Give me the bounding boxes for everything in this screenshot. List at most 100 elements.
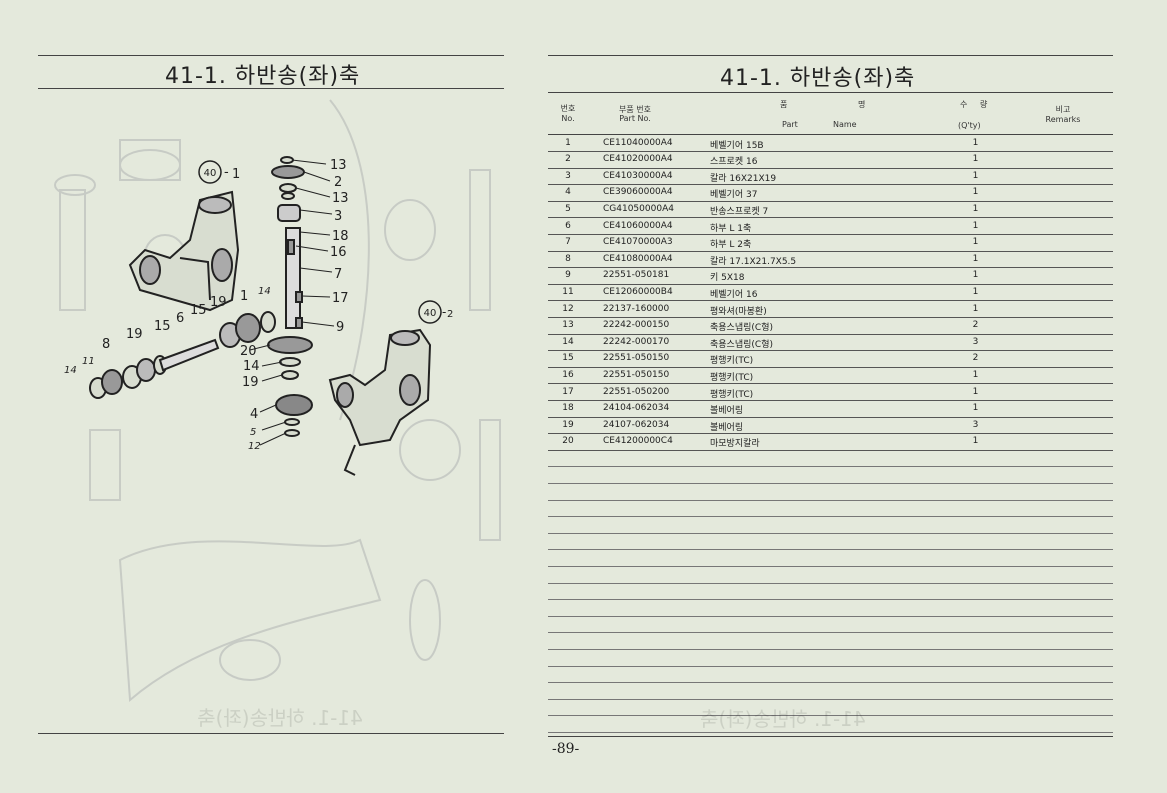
blank-row bbox=[548, 633, 1113, 651]
header-qty-ko-2: 량 bbox=[980, 100, 988, 109]
svg-text:8: 8 bbox=[102, 337, 110, 352]
svg-text:14: 14 bbox=[243, 359, 260, 374]
svg-text:14: 14 bbox=[64, 365, 77, 376]
svg-text:19: 19 bbox=[210, 295, 227, 310]
horizontal-shaft bbox=[89, 311, 276, 399]
title-rule bbox=[38, 88, 504, 89]
page-title: 41-1. 하반송(좌)축 bbox=[720, 66, 916, 91]
callout-40-2: 40 - 2 bbox=[418, 300, 453, 324]
header-remarks-ko: 비고 bbox=[1055, 105, 1071, 114]
title-rule bbox=[548, 92, 1113, 93]
ghost-title: 41-1. 하반송(좌)축 bbox=[700, 707, 866, 731]
header-part-ko: 부품 번호 bbox=[619, 105, 651, 114]
header-no-en: No. bbox=[561, 114, 575, 123]
svg-text:12: 12 bbox=[248, 441, 261, 452]
header-part-en: Part No. bbox=[619, 114, 651, 123]
svg-text:17: 17 bbox=[332, 291, 349, 306]
header-name-ko-2: 명 bbox=[858, 100, 866, 109]
svg-text:1: 1 bbox=[232, 167, 240, 182]
ghost-bleed-through bbox=[54, 99, 501, 703]
header-remarks-en: Remarks bbox=[1045, 115, 1081, 124]
svg-text:13: 13 bbox=[330, 158, 347, 173]
blank-row bbox=[548, 450, 1113, 468]
svg-text:13: 13 bbox=[332, 191, 349, 206]
blank-row bbox=[548, 666, 1113, 684]
callout-40-1: 40 - 1 bbox=[198, 160, 240, 184]
svg-text:2: 2 bbox=[334, 175, 342, 190]
header-no-ko: 번호 bbox=[560, 104, 576, 113]
svg-text:-: - bbox=[224, 165, 229, 180]
blank-row bbox=[548, 599, 1113, 617]
svg-text:16: 16 bbox=[330, 245, 347, 260]
housing-part-1 bbox=[128, 190, 240, 312]
svg-text:4: 4 bbox=[250, 407, 258, 422]
svg-text:19: 19 bbox=[126, 327, 143, 342]
header-name-ko-1: 품 bbox=[780, 100, 788, 109]
svg-text:11: 11 bbox=[82, 356, 95, 367]
blank-row bbox=[548, 616, 1113, 634]
blank-row bbox=[548, 682, 1113, 700]
blank-row bbox=[548, 716, 1113, 734]
blank-row bbox=[548, 483, 1113, 501]
svg-text:9: 9 bbox=[336, 320, 344, 335]
svg-text:20: 20 bbox=[240, 344, 257, 359]
svg-text:7: 7 bbox=[334, 267, 342, 282]
page-number: -89- bbox=[552, 741, 580, 757]
top-rule bbox=[38, 55, 504, 56]
svg-text:40: 40 bbox=[204, 168, 217, 179]
top-rule bbox=[548, 55, 1113, 56]
svg-text:1: 1 bbox=[240, 289, 248, 304]
blank-row bbox=[548, 467, 1113, 485]
blank-row bbox=[548, 550, 1113, 568]
svg-text:5: 5 bbox=[250, 427, 256, 438]
left-page: 41-1. 하반송(좌)축 bbox=[0, 0, 540, 793]
blank-row bbox=[548, 649, 1113, 667]
ghost-title: 41-1. 하반송(좌)축 bbox=[197, 706, 363, 730]
svg-text:-: - bbox=[442, 305, 446, 319]
svg-text:15: 15 bbox=[154, 319, 171, 334]
leader-lines bbox=[249, 159, 335, 446]
header-qty-ko-1: 수 bbox=[960, 100, 968, 109]
svg-text:2: 2 bbox=[447, 309, 453, 320]
svg-text:18: 18 bbox=[332, 229, 349, 244]
header-name-part: Part bbox=[782, 120, 798, 129]
header-rule bbox=[548, 134, 1113, 135]
bottom-rule bbox=[548, 736, 1113, 737]
page-title: 41-1. 하반송(좌)축 bbox=[165, 64, 361, 89]
blank-row bbox=[548, 500, 1113, 518]
bottom-rule bbox=[38, 733, 504, 734]
svg-text:19: 19 bbox=[242, 375, 259, 390]
exploded-parts-diagram: 40 - 1 40 - 2 bbox=[54, 99, 501, 730]
header-qty-en: (Q'ty) bbox=[958, 121, 981, 130]
blank-row bbox=[548, 699, 1113, 717]
blank-row bbox=[548, 516, 1113, 534]
callout-numbers: 13 2 13 3 18 16 7 17 9 14 8 19 15 6 15 1… bbox=[64, 158, 349, 452]
header-name-name: Name bbox=[833, 120, 857, 129]
blank-row bbox=[548, 533, 1113, 551]
svg-text:6: 6 bbox=[176, 311, 184, 326]
svg-text:3: 3 bbox=[334, 209, 342, 224]
blank-row bbox=[548, 583, 1113, 601]
svg-text:15: 15 bbox=[190, 303, 207, 318]
svg-text:14: 14 bbox=[258, 286, 271, 297]
housing-part-2 bbox=[328, 328, 432, 476]
blank-row bbox=[548, 566, 1113, 584]
